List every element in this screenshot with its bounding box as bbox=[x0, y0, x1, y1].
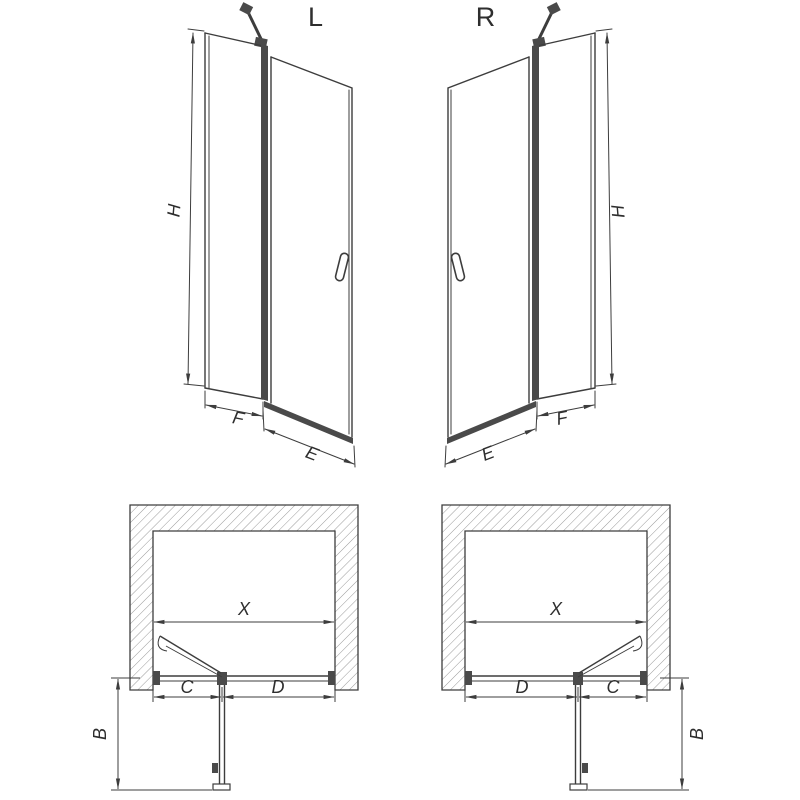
front-view-left bbox=[184, 2, 355, 467]
front-right-variant-label: R bbox=[476, 2, 497, 32]
plan-right-depth-dim-label: B bbox=[687, 728, 707, 740]
plan-right-width-dim-label: X bbox=[549, 599, 563, 619]
plan-right-c-dim-label: C bbox=[607, 677, 621, 697]
front-right-height-dim-label: H bbox=[607, 203, 628, 219]
plan-left-c-dim-label: C bbox=[181, 677, 195, 697]
plan-left-wall bbox=[129, 504, 359, 691]
plan-left-depth-dim-label: B bbox=[90, 728, 110, 740]
plan-right-d-dim-label: D bbox=[516, 677, 529, 697]
plan-left-width-dim-label: X bbox=[237, 599, 251, 619]
front-left-height-dim-label: H bbox=[163, 202, 184, 218]
front-right-fixed-dim-label: F bbox=[555, 407, 571, 429]
front-left-variant-label: L bbox=[308, 2, 324, 32]
front-left-fixed-dim-label: F bbox=[231, 407, 247, 429]
plan-right-wall bbox=[441, 504, 671, 691]
plan-left-d-dim-label: D bbox=[272, 677, 285, 697]
front-view-right bbox=[445, 2, 616, 467]
